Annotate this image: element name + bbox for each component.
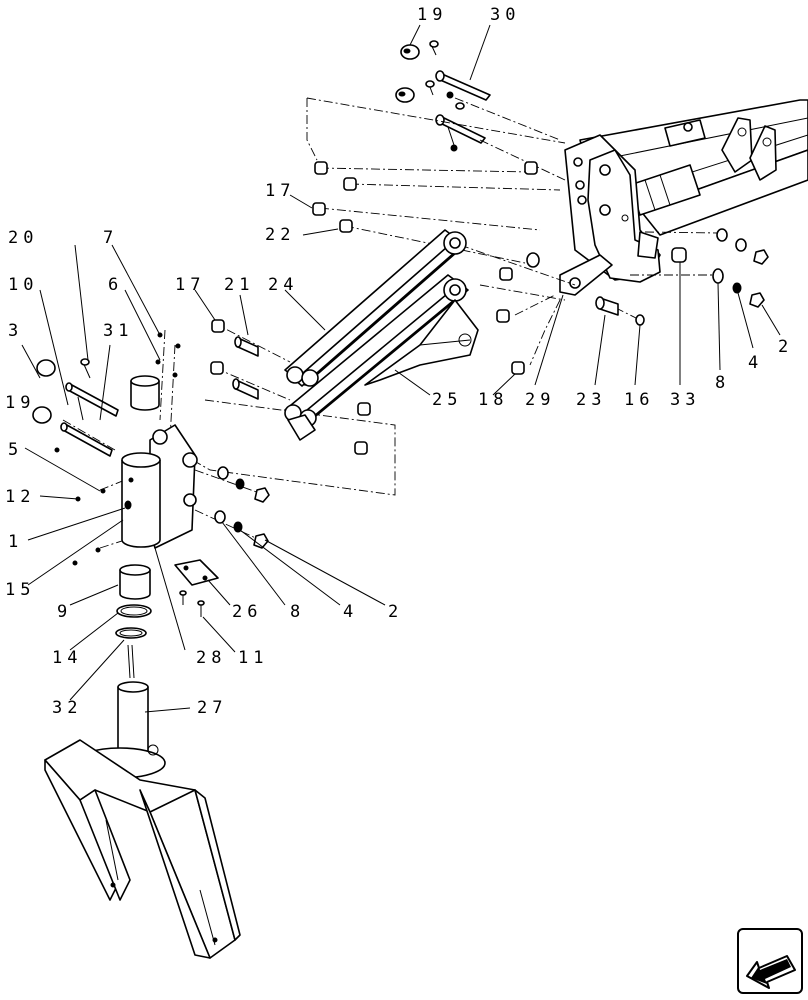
top-pin-set <box>395 40 491 152</box>
navigate-arrow-button[interactable] <box>737 928 803 994</box>
callout-1: 1 <box>8 532 23 552</box>
callout-16: 16 <box>624 390 654 410</box>
upper-bushing <box>130 375 160 411</box>
bushing-set-upper <box>312 161 540 375</box>
callout-14: 14 <box>52 648 82 668</box>
hardware-center <box>214 466 270 549</box>
callout-4-lower: 4 <box>343 602 358 622</box>
callout-22: 22 <box>265 225 295 245</box>
gauge-wheel-fork <box>44 681 241 959</box>
callout-19-top: 19 <box>417 5 447 25</box>
hardware-right <box>595 228 769 326</box>
callout-2-lower: 2 <box>388 602 403 622</box>
callout-28: 28 <box>196 648 226 668</box>
assembly-guide-lines <box>62 97 721 549</box>
callout-12: 12 <box>5 487 35 507</box>
parallel-links <box>284 229 479 441</box>
callout-labels: 19 30 17 22 20 7 10 6 17 21 24 3 31 19 5… <box>5 5 793 718</box>
leader-lines <box>21 24 781 713</box>
lower-bushing-and-rings <box>115 564 152 679</box>
callout-9: 9 <box>57 602 72 622</box>
callout-18: 18 <box>478 390 508 410</box>
callout-20: 20 <box>8 228 38 248</box>
main-frame <box>559 99 808 296</box>
bushing-set-lower <box>210 319 371 455</box>
callout-10: 10 <box>8 275 38 295</box>
callout-17-lower: 17 <box>175 275 205 295</box>
callout-30: 30 <box>490 5 520 25</box>
callout-29: 29 <box>525 390 555 410</box>
callout-5: 5 <box>8 440 23 460</box>
callout-32: 32 <box>52 698 82 718</box>
callout-15: 15 <box>5 580 35 600</box>
mount-bracket <box>121 424 198 549</box>
callout-31: 31 <box>103 321 133 341</box>
navigate-arrow-icon <box>746 955 796 989</box>
callout-6: 6 <box>108 275 123 295</box>
callout-11: 11 <box>238 648 268 668</box>
callout-33: 33 <box>670 390 700 410</box>
callout-25: 25 <box>432 390 462 410</box>
callout-17-upper: 17 <box>265 181 295 201</box>
callout-8-lower: 8 <box>290 602 305 622</box>
callout-7: 7 <box>103 228 118 248</box>
callout-2-right: 2 <box>778 337 793 357</box>
callout-19-left: 19 <box>5 393 35 413</box>
callout-21: 21 <box>224 275 254 295</box>
callout-23: 23 <box>576 390 606 410</box>
callout-4-right: 4 <box>748 353 763 373</box>
plate-and-bolts <box>174 559 219 617</box>
callout-24: 24 <box>268 275 298 295</box>
callout-3: 3 <box>8 321 23 341</box>
hardware-left <box>32 332 181 566</box>
callout-8-right: 8 <box>715 373 730 393</box>
callout-27: 27 <box>197 698 227 718</box>
callout-26: 26 <box>232 602 262 622</box>
